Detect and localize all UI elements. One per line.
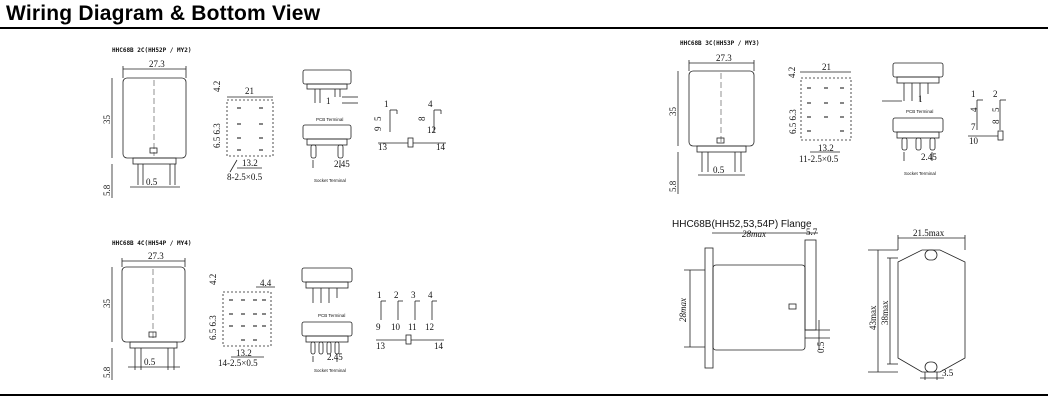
hh52-pin-12: 12 [427, 125, 436, 135]
hh54-bottom-top-label: 4.2 [208, 274, 218, 285]
hh54-pin-13: 13 [376, 341, 386, 351]
flange-height-label: 28max [678, 298, 688, 322]
hh52-socket-gap-label: 2.45 [334, 159, 350, 169]
hh54-socket-label: Socket Terminal [314, 368, 346, 373]
hh53-socket-gap-label: 2.45 [921, 152, 937, 162]
hh53-socket-label: Socket Terminal [904, 171, 936, 176]
hh54-caption: HHC68B 4C(HH54P / MY4) [112, 240, 191, 247]
hh53-wiring-symbol: 1 2 4 5 7 8 10 [968, 89, 1006, 146]
hh52-height-label: 35 [102, 115, 112, 125]
hh52-bottom-top-label: 4.2 [212, 81, 222, 92]
hh52-pcb-label: PCB Terminal [316, 117, 343, 122]
hh54-terminals: PCB Terminal 2.45 Socket Terminal [301, 267, 353, 373]
hh53-bottom-top-label: 4.2 [787, 67, 797, 78]
hh52-bottom-width-label: 21 [245, 86, 254, 96]
diagram-flange: HHC68B(HH52,53,54P) Flange 28max 5.7 28m… [672, 219, 966, 380]
hh54-pin-3: 3 [411, 290, 416, 300]
hh54-pin-label: 5.8 [102, 366, 112, 378]
diagram-hh52: HHC68B 2C(HH52P / MY2) 27.3 35 5.8 0.5 2… [102, 47, 446, 198]
hh52-bottom-holes-label: 8-2.5×0.5 [227, 172, 263, 182]
flange-gap-label: 0.5 [816, 341, 826, 353]
hh52-gap-label: 0.5 [146, 177, 158, 187]
hh53-pin-10: 10 [969, 136, 979, 146]
hh53-bottom-view: 4.2 21 6.5 6.3 13.2 11-2.5×0.5 [787, 62, 852, 164]
flange-caption: HHC68B(HH52,53,54P) Flange [672, 219, 812, 230]
hh54-pin-1: 1 [377, 290, 382, 300]
hh54-bottom-extra-label: 4.4 [260, 278, 272, 288]
hh53-pin-1: 1 [971, 89, 976, 99]
hh54-pcb-label: PCB Terminal [318, 313, 345, 318]
hh54-pin-12: 12 [425, 322, 434, 332]
hh54-socket-gap-label: 2.45 [327, 352, 343, 362]
hh53-pin-2: 2 [993, 89, 998, 99]
hh53-terminals: 1 PCB Terminal 2.45 Socket Terminal [882, 62, 944, 176]
hh54-pin-11: 11 [408, 322, 417, 332]
hh53-caption: HHC68B 3C(HH53P / MY3) [680, 40, 759, 47]
hh52-pin-5: 5 [373, 116, 383, 121]
hh52-pcb-pin-label: 1 [326, 96, 331, 106]
hh54-bottom-holes-label: 14-2.5×0.5 [218, 358, 258, 368]
hh52-caption: HHC68B 2C(HH52P / MY2) [112, 47, 191, 54]
hh54-pin-9: 9 [376, 322, 381, 332]
hh52-pin-8: 8 [417, 116, 427, 121]
hh52-pin-label: 5.8 [102, 184, 112, 196]
hh54-pin-14: 14 [434, 341, 444, 351]
hh52-pin-9: 9 [373, 126, 383, 131]
flange-front-h2-label: 38max [880, 300, 890, 325]
hh53-gap-label: 0.5 [713, 165, 725, 175]
flange-hole-label: 3.5 [942, 368, 954, 378]
hh53-bottom-holes-label: 11-2.5×0.5 [799, 154, 839, 164]
page-title: Wiring Diagram & Bottom View [6, 2, 321, 25]
hh54-height-label: 35 [102, 299, 112, 309]
hh52-pin-4: 4 [428, 99, 433, 109]
hh52-bottom-pitch-label: 13.2 [242, 158, 258, 168]
hh52-side-view: 27.3 35 5.8 0.5 [102, 59, 187, 198]
hh54-pin-2: 2 [394, 290, 399, 300]
hh54-side-view: 27.3 35 5.8 0.5 [102, 251, 186, 380]
hh53-bottom-side-label: 6.5 6.3 [788, 109, 798, 134]
hh52-terminals: 1 PCB Terminal 2.45 Socket Terminal [302, 69, 358, 183]
hh52-bottom-side-label: 6.5 6.3 [212, 123, 222, 148]
hh54-pin-4: 4 [428, 290, 433, 300]
hh54-pin-10: 10 [391, 322, 401, 332]
hh52-pin-1: 1 [384, 99, 389, 109]
hh53-pin-4: 4 [969, 107, 979, 112]
hh52-wiring-symbol: 1 4 5 8 9 12 13 14 [373, 99, 446, 152]
hh54-bottom-pitch-label: 13.2 [236, 348, 252, 358]
flange-side-view: 28max 5.7 28max 0.5 [678, 227, 830, 369]
diagram-hh54: HHC68B 4C(HH54P / MY4) 27.3 35 5.8 0.5 4… [102, 240, 444, 380]
hh53-height-label: 35 [668, 107, 678, 117]
hh53-pin-5: 5 [991, 107, 1001, 112]
flange-front-width-label: 21.5max [913, 228, 945, 238]
hh52-width-label: 27.3 [149, 59, 165, 69]
flange-front-view: 21.5max 43max 38max 3.5 [868, 228, 966, 380]
hh53-side-view: 27.3 35 5.8 0.5 [668, 53, 755, 194]
flange-front-h1-label: 43max [868, 305, 878, 330]
diagram-hh53: HHC68B 3C(HH53P / MY3) 27.3 35 5.8 0.5 4… [668, 40, 1006, 194]
hh54-bottom-view: 4.2 4.4 6.5 6.3 13.2 14-2.5×0.5 [208, 274, 275, 368]
hh53-pin-label: 5.8 [668, 180, 678, 192]
hh53-bottom-width-label: 21 [822, 62, 831, 72]
flange-tab-label: 5.7 [806, 227, 818, 237]
title-divider [0, 27, 1048, 29]
hh52-bottom-view: 21 4.2 6.5 6.3 13.2 8-2.5×0.5 [212, 81, 274, 182]
hh54-bottom-side-label: 6.5 6.3 [208, 315, 218, 340]
hh54-width-label: 27.3 [148, 251, 164, 261]
hh53-width-label: 27.3 [716, 53, 732, 63]
hh54-wiring-symbol: 1 2 3 4 9 10 11 12 13 14 [376, 290, 444, 351]
bottom-divider [0, 394, 1048, 396]
hh54-gap-label: 0.5 [144, 357, 156, 367]
hh52-socket-label: Socket Terminal [314, 178, 346, 183]
flange-length-label: 28max [742, 229, 766, 239]
hh53-bottom-pitch-label: 13.2 [818, 143, 834, 153]
hh52-pin-14: 14 [436, 142, 446, 152]
hh53-pcb-pin-label: 1 [918, 94, 923, 104]
hh52-pin-13: 13 [378, 142, 388, 152]
hh53-pin-8: 8 [991, 119, 1001, 124]
hh53-pin-7: 7 [971, 122, 976, 132]
hh53-pcb-label: PCB Terminal [906, 109, 933, 114]
